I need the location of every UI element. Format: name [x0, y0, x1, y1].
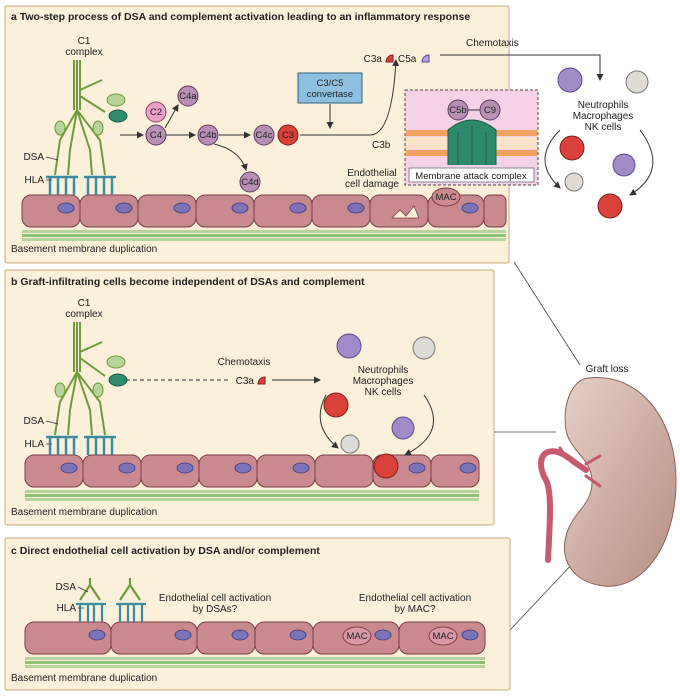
mac-label-a: MAC: [435, 192, 456, 203]
endothelium-b: [24, 454, 480, 488]
c3a-label-b: C3a: [236, 376, 255, 387]
cells-label-a-3: NK cells: [585, 122, 622, 133]
endothelium-c: [24, 621, 486, 655]
panel-a: a Two-step process of DSA and complement…: [4, 5, 654, 264]
basement-label-c: Basement membrane duplication: [11, 673, 157, 684]
cells-label-b-2: Macrophages: [353, 376, 414, 387]
dsa-label-b: DSA: [23, 416, 44, 427]
chemotaxis-label-a: Chemotaxis: [466, 38, 519, 49]
hla-label-c: HLA: [57, 603, 77, 614]
c1-label-b: C1: [78, 298, 91, 309]
c4-label: C4: [150, 130, 162, 141]
c1-label-a: C1: [78, 36, 91, 47]
dsa-label-c: DSA: [55, 582, 76, 593]
c1-complex-b: [54, 322, 106, 436]
c9-label: C9: [484, 105, 496, 116]
act-dsa-label-2: by DSAs?: [193, 604, 238, 615]
basement-label-b: Basement membrane duplication: [11, 507, 157, 518]
dsa-bound-c: [76, 578, 146, 622]
cells-label-a-2: Macrophages: [573, 111, 634, 122]
mac-complex-label: Membrane attack complex: [415, 171, 527, 182]
act-mac-label-2: by MAC?: [394, 604, 436, 615]
mac-label-c-1: MAC: [346, 631, 367, 642]
hla-label-a: HLA: [25, 175, 45, 186]
c1-complex-a: [54, 60, 106, 176]
complex-label-b: complex: [65, 309, 102, 320]
cells-label-b-3: NK cells: [365, 387, 402, 398]
mac-inset: C5b C9 Membrane attack complex: [404, 89, 539, 186]
c4a-label: C4a: [179, 91, 197, 102]
chemotaxis-label-b: Chemotaxis: [218, 357, 271, 368]
hla-label-b: HLA: [25, 439, 45, 450]
c4c-label: C4c: [256, 130, 273, 141]
complex-label-a: complex: [65, 47, 102, 58]
damage-label-1: Endothelial: [347, 168, 396, 179]
c4b-label: C4b: [199, 130, 216, 141]
c4d-label: C4d: [241, 177, 258, 188]
convertase-label-1: C3/C5: [317, 78, 344, 89]
kidney-illustration: [538, 377, 677, 587]
c2-label: C2: [150, 107, 162, 118]
basement-label-a: Basement membrane duplication: [11, 244, 157, 255]
hla-receptors-b: [46, 435, 116, 455]
endothelium-a: [21, 194, 507, 228]
graft-loss-label: Graft loss: [586, 364, 629, 375]
act-mac-label-1: Endothelial cell activation: [359, 593, 471, 604]
c5b-label: C5b: [449, 105, 466, 116]
panel-c-title: c Direct endothelial cell activation by …: [11, 545, 320, 557]
hla-receptors-a: [46, 175, 116, 195]
mac-label-c-2: MAC: [432, 631, 453, 642]
cells-label-b-1: Neutrophils: [358, 365, 409, 376]
cells-label-a-1: Neutrophils: [578, 100, 629, 111]
panel-b-title: b Graft-infiltrating cells become indepe…: [11, 276, 365, 288]
panel-c: c Direct endothelial cell activation by …: [4, 537, 511, 691]
c3a-label-a: C3a: [364, 54, 383, 65]
panel-a-title: a Two-step process of DSA and complement…: [11, 11, 470, 23]
act-dsa-label-1: Endothelial cell activation: [159, 593, 271, 604]
damage-label-2: cell damage: [345, 179, 399, 190]
c5a-label: C5a: [398, 54, 417, 65]
dsa-label-a: DSA: [23, 152, 44, 163]
convertase-label-2: convertase: [307, 89, 353, 100]
c3-label: C3: [282, 130, 294, 141]
c3b-label: C3b: [372, 140, 391, 151]
panel-b: b Graft-infiltrating cells become indepe…: [4, 269, 495, 526]
